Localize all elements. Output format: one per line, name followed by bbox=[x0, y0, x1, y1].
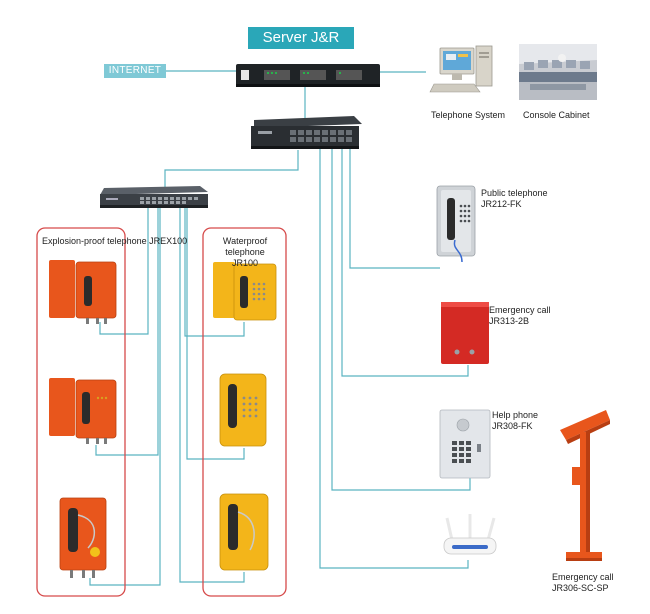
help-phone-link bbox=[331, 148, 471, 491]
help-phone-label-line1: Help phone bbox=[492, 410, 539, 420]
public-telephone-label-line2: JR212-FK bbox=[481, 199, 522, 209]
waterproof-group-border bbox=[202, 227, 287, 597]
router-wifi-link bbox=[319, 148, 469, 569]
telephone-system-label: Telephone System bbox=[431, 110, 506, 120]
public-telephone-label: Public telephone JR212-FK bbox=[481, 188, 548, 210]
ep-phone-1-link bbox=[99, 208, 149, 335]
internet-label: INTERNET bbox=[104, 64, 166, 78]
help-phone-label-line2: JR308-FK bbox=[492, 421, 533, 431]
emergency-call-stand-label-line1: Emergency call bbox=[552, 572, 614, 582]
public-telephone-label-line1: Public telephone bbox=[481, 188, 548, 198]
ep-phone-2-link bbox=[95, 208, 159, 456]
poe-to-access-switch-link bbox=[164, 150, 299, 190]
poe-switch bbox=[251, 116, 362, 149]
explosion-proof-group-label: Explosion-proof telephone JREX100 bbox=[42, 236, 187, 247]
public-telephone-link bbox=[349, 148, 440, 269]
emergency-call-label: Emergency call JR313-2B bbox=[489, 305, 551, 327]
waterproof-phone-2 bbox=[219, 373, 267, 447]
explosion-proof-label-line1: Explosion-proof bbox=[42, 236, 105, 246]
explosion-proof-phone-2 bbox=[49, 378, 117, 444]
emergency-call-stand-label-line2: JR306-SC-SP bbox=[552, 583, 609, 593]
server-router bbox=[236, 64, 380, 87]
help-phone-label: Help phone JR308-FK bbox=[492, 410, 538, 432]
public-telephone-device bbox=[436, 185, 476, 263]
connection-lines bbox=[89, 70, 471, 586]
telephone-system-computer bbox=[429, 45, 493, 93]
waterproof-label-line1: Waterproof bbox=[222, 236, 268, 246]
emergency-call-label-line1: Emergency call bbox=[489, 305, 551, 315]
wp-phone-3-link bbox=[179, 208, 245, 583]
emergency-call-label-line2: JR313-2B bbox=[489, 316, 530, 326]
console-cabinet-label: Console Cabinet bbox=[523, 110, 590, 120]
waterproof-label-line2: telephone JR100 bbox=[225, 247, 265, 268]
help-phone-device bbox=[439, 409, 491, 479]
console-cabinet-photo bbox=[519, 44, 597, 100]
explosion-proof-phone-1 bbox=[49, 260, 117, 324]
waterproof-group-label: Waterproof telephone JR100 bbox=[211, 236, 279, 269]
wifi-router-device bbox=[443, 514, 497, 555]
waterproof-phone-1 bbox=[213, 262, 277, 321]
emergency-call-device bbox=[441, 302, 489, 364]
waterproof-phone-3 bbox=[219, 493, 269, 571]
access-switch bbox=[100, 186, 208, 208]
explosion-proof-group-border bbox=[36, 227, 126, 597]
emergency-call-link bbox=[341, 148, 469, 377]
emergency-call-stand-label: Emergency call JR306-SC-SP bbox=[552, 572, 614, 594]
emergency-call-stand-device bbox=[560, 410, 610, 561]
wp-phone-2-link bbox=[186, 208, 245, 460]
server-title: Server J&R bbox=[248, 27, 354, 49]
explosion-proof-label-line2: telephone JREX100 bbox=[107, 236, 188, 246]
wp-phone-1-link bbox=[184, 208, 245, 337]
explosion-proof-phone-3 bbox=[59, 497, 107, 578]
